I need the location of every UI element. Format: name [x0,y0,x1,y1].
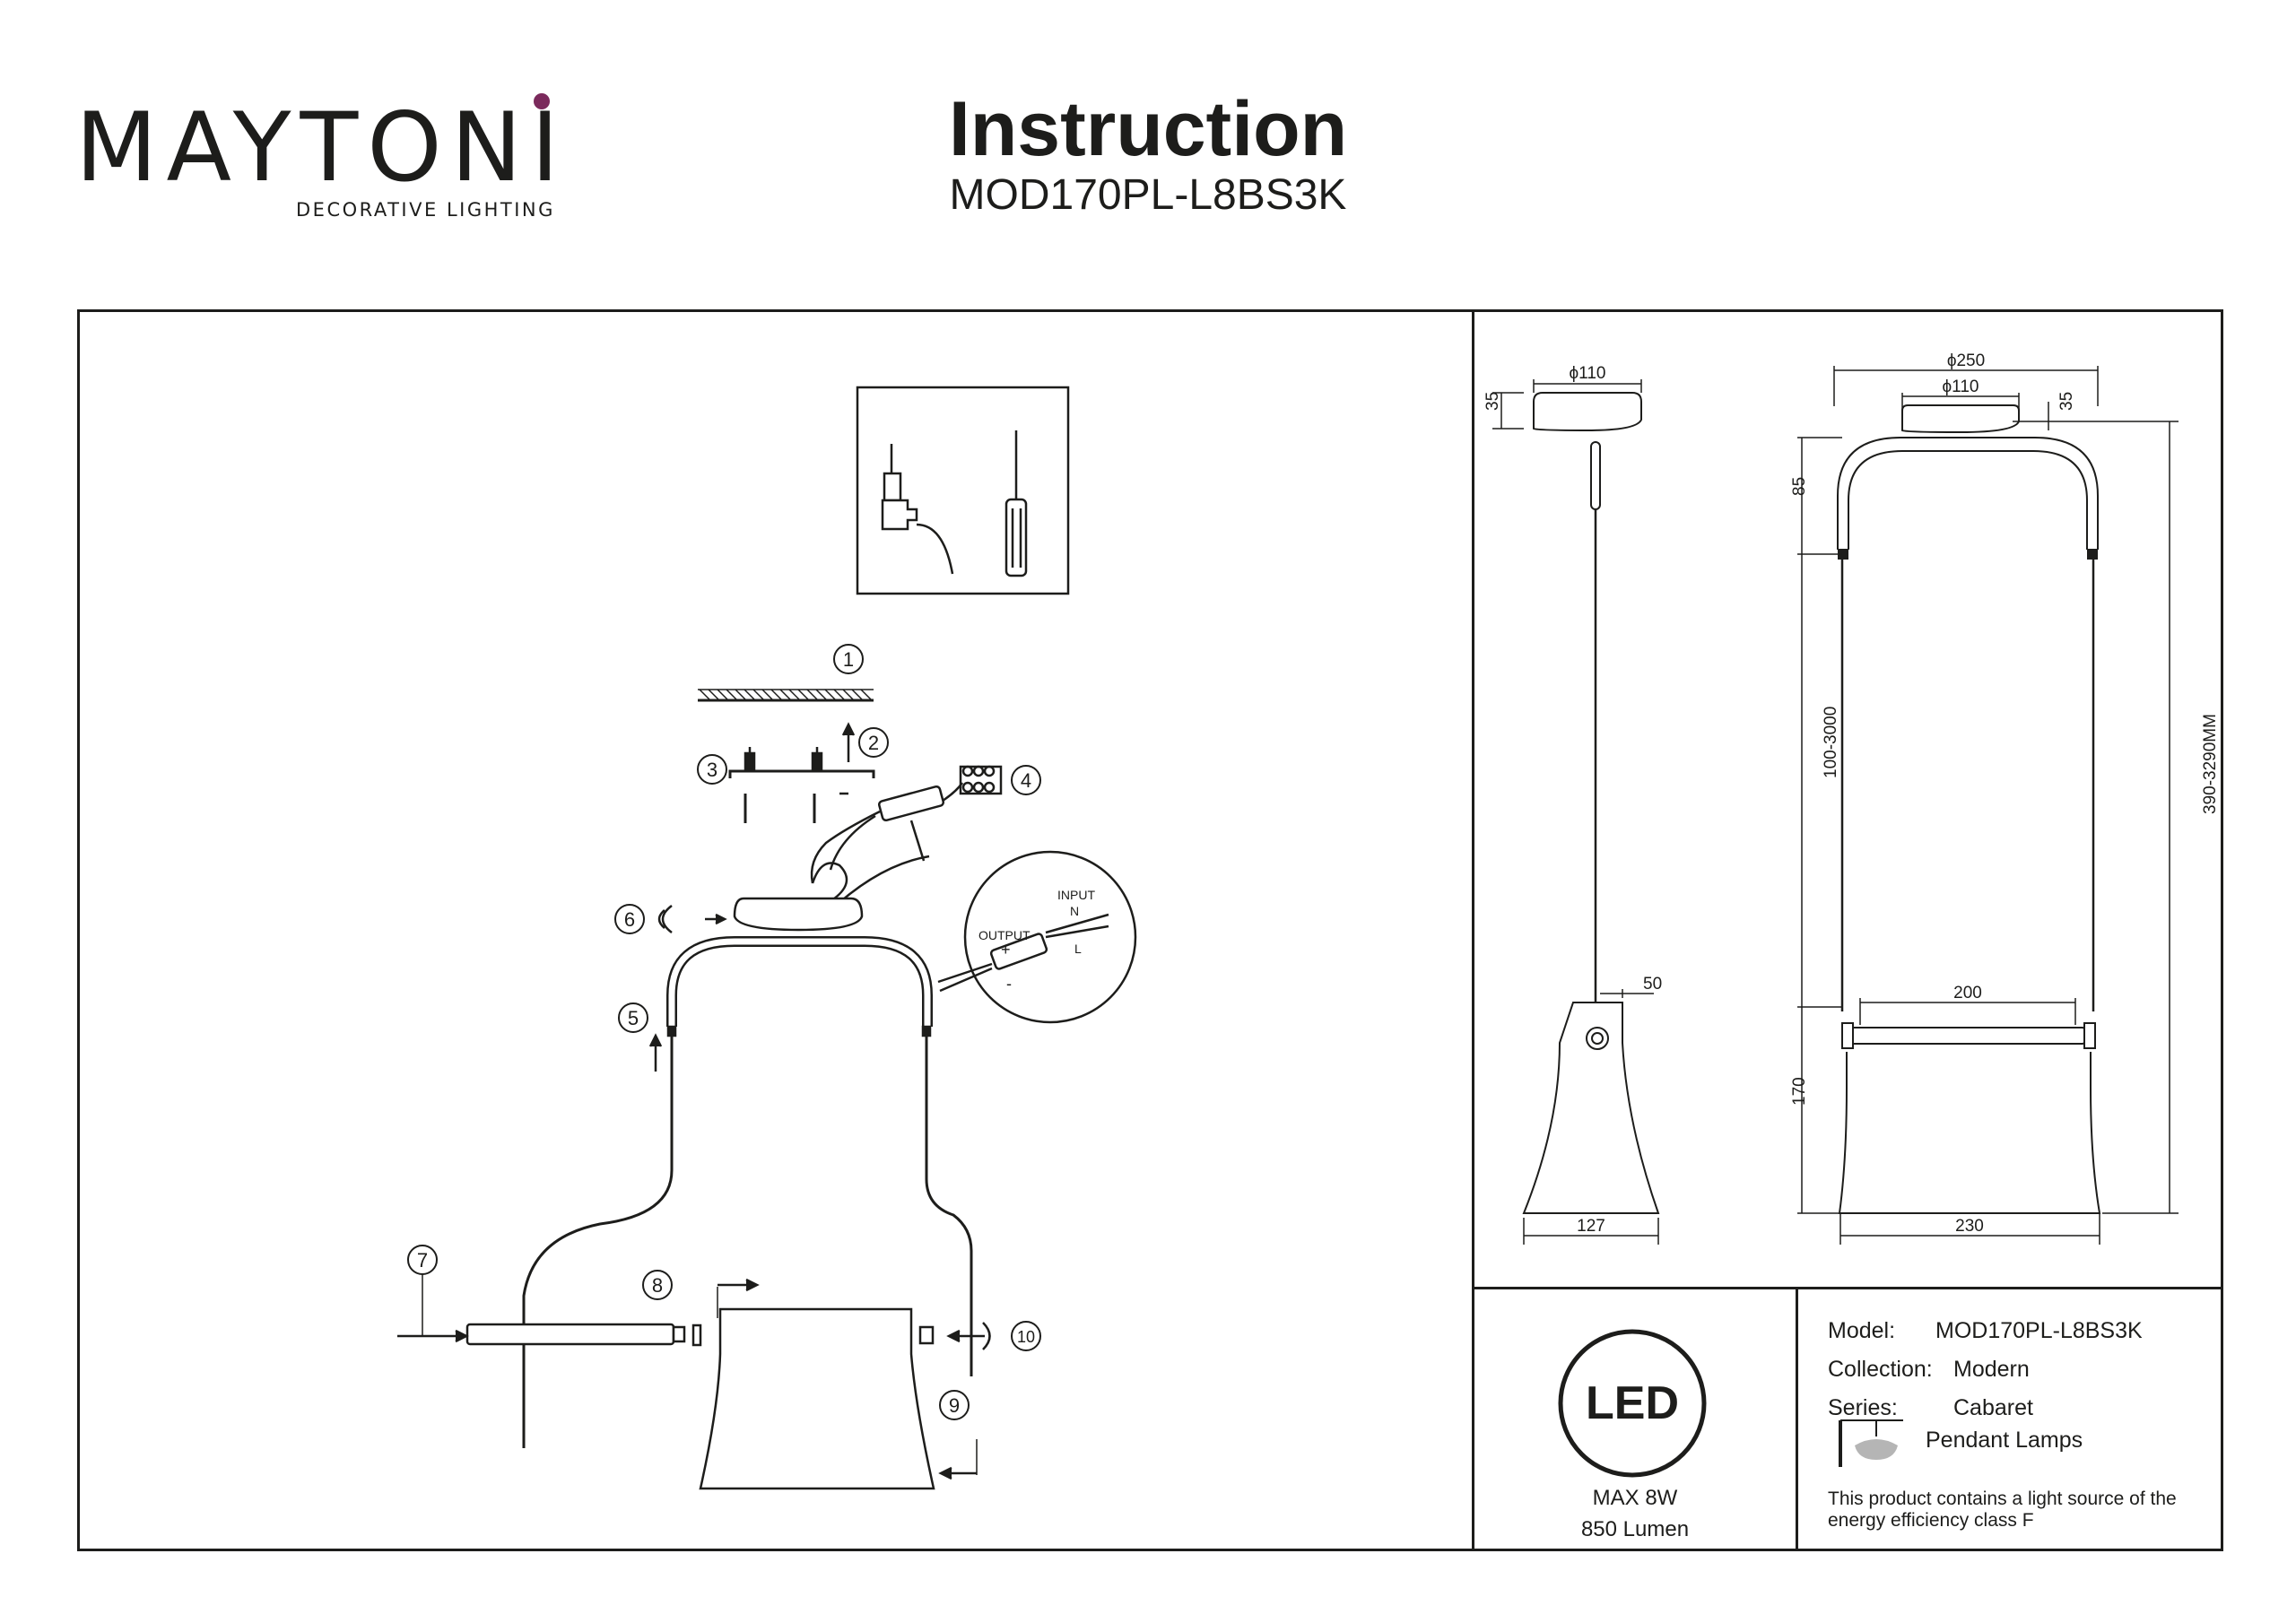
divider-info [1796,1287,1798,1551]
pendant-lamp-icon [1839,1419,1903,1467]
dim-front-canopy-height: 35 [2057,392,2076,411]
wire-loop [811,862,848,903]
divider-vertical [1472,309,1474,1551]
step-7-label: 7 [417,1249,428,1271]
energy-note: This product contains a light source of … [1828,1488,2177,1531]
front-shade [1838,1052,2101,1214]
tools-box [856,386,1070,595]
document-model-code: MOD170PL-L8BS3K [949,171,1347,219]
collection-key: Collection: [1828,1357,1933,1382]
screwdriver-icon [1004,430,1028,577]
driver-detail-circle [963,850,1137,1024]
driver-l-label: L [1074,942,1082,956]
step-6-label: 6 [624,908,635,931]
led-badge-label: LED [1586,1377,1679,1429]
driver-detail-box [989,933,1048,970]
dim-side-canopy-height: 35 [1483,392,1502,411]
step-8-label: 8 [652,1274,663,1297]
driver-output-label: OUTPUT [978,928,1031,942]
assembly-diagram: 1 2 3 4 5 6 7 8 9 10 INPUT N L OUTPUT + … [397,386,1137,1490]
dim-side-shade-offset: 50 [1643,975,1662,994]
step-3-label: 3 [707,759,718,781]
wall-plug-icon [744,747,823,771]
light-bar [465,1323,675,1346]
step-2-label: 2 [868,732,879,754]
front-light-bar [1850,1027,2085,1045]
brand-logo-accent [534,93,550,109]
driver-n-label: N [1070,904,1079,918]
drill-icon [881,444,954,575]
step-9-label: 9 [949,1394,960,1417]
divider-horizontal [1472,1287,2223,1289]
dim-front-total-width: ϕ250 [1947,352,1985,370]
screw-icon [744,792,848,823]
ceiling-hatch [698,689,874,701]
brand-logo-text: MAYTONI [75,92,569,203]
dim-front-bar-width: 200 [1953,984,1982,1002]
series-key: Series: [1828,1395,1898,1420]
canopy [733,897,864,932]
terminal-block-icon [959,765,1003,795]
lumen-value: 850 Lumen [1580,1517,1690,1541]
dim-side-canopy-diameter: ϕ110 [1570,364,1606,383]
driver-box [877,785,945,822]
dim-front-arch-height: 85 [1790,477,1809,496]
collection-value: Modern [1953,1357,2030,1382]
dimension-drawings: ϕ110 35 50 127 ϕ250 ϕ110 35 85 100-3000 … [1483,352,2220,1245]
mounting-bracket [728,769,875,778]
driver-plus-label: + [1001,941,1011,959]
dim-front-shade-width: 230 [1955,1217,1984,1236]
dim-front-cable-range: 100-3000 [1822,707,1840,778]
series-value: Cabaret [1953,1395,2033,1420]
model-value: MOD170PL-L8BS3K [1935,1318,2143,1343]
dim-side-shade-width: 127 [1577,1217,1605,1236]
arch-frame [666,936,933,1027]
model-key: Model: [1828,1318,1896,1343]
side-rod [1590,441,1601,510]
end-cap [691,1324,702,1347]
max-power: MAX 8W [1592,1486,1678,1510]
step-1-label: 1 [843,648,854,671]
cable-right [925,1036,973,1376]
side-canopy [1533,392,1642,432]
main-frame [77,309,2223,1551]
step-4-label: 4 [1021,769,1031,792]
front-canopy [1901,404,2020,434]
driver-input-label: INPUT [1057,888,1095,902]
side-shade [1522,1002,1660,1214]
dim-front-canopy-diameter: ϕ110 [1943,378,1979,396]
dim-front-shade-height: 170 [1790,1077,1809,1106]
cable-left [522,1036,674,1448]
step-5-label: 5 [628,1007,639,1029]
step-10-label: 10 [1017,1328,1035,1346]
led-badge-icon: LED [1558,1329,1707,1478]
brand-dot-icon [534,93,550,109]
brand-tagline: DECORATIVE LIGHTING [296,199,555,221]
document-title: Instruction [948,86,1348,172]
category-label: Pendant Lamps [1926,1428,2083,1453]
dim-front-overall-range: 390-3290MM [2201,714,2220,814]
brand-logo: MAYTONI [75,100,568,195]
shade [699,1307,935,1490]
driver-minus-label: - [1006,975,1012,993]
